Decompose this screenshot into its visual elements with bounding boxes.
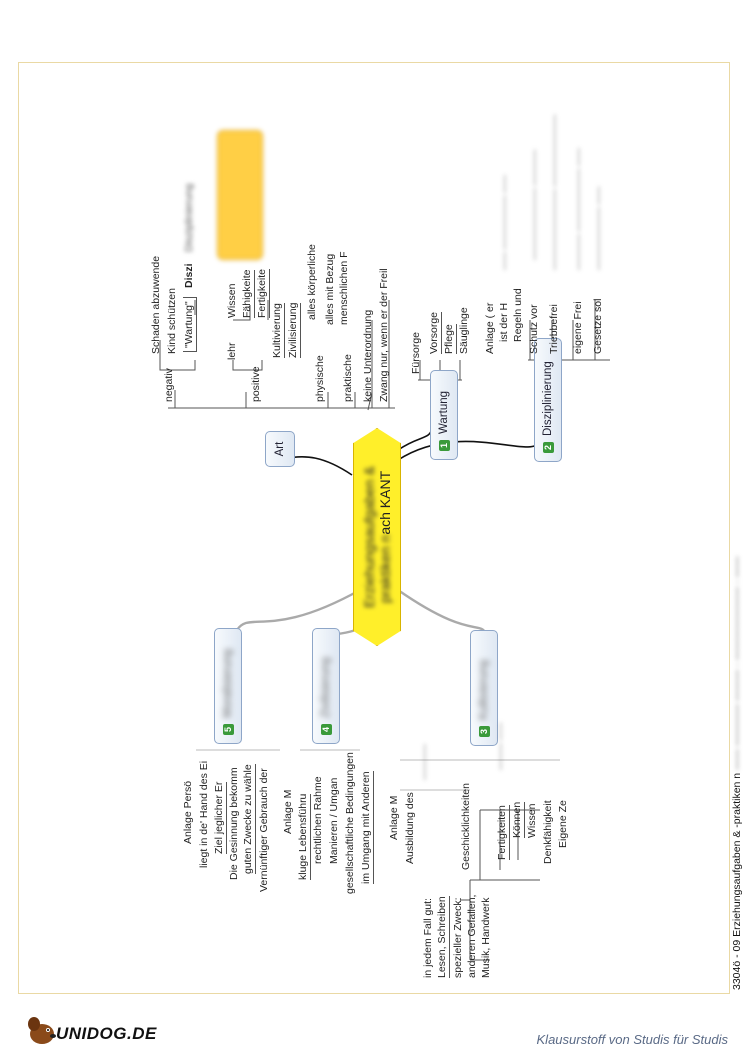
footer-tagline: Klausurstoff von Studis für Studis bbox=[536, 1032, 728, 1047]
art-faehigkeiten: Fähigkeite bbox=[241, 269, 255, 318]
diszi-schutz-vor: Schutz vor bbox=[528, 304, 540, 354]
diszi-blur-1: —— —————— —— bbox=[499, 174, 509, 270]
kult-anlage-m: Anlage M bbox=[388, 795, 400, 840]
diszi-gesetze-sol: Gesetze sol bbox=[592, 298, 604, 354]
art-positive: positive bbox=[250, 366, 262, 402]
moral-liegt: liegt in de' Hand des Ei bbox=[198, 760, 210, 868]
moral-gesinnung: Die Gesinnung bekomm bbox=[228, 767, 240, 880]
kult-in-jedem-fall: in jedem Fall gut: bbox=[422, 898, 434, 978]
moral-ziel: Ziel jeglicher Er bbox=[213, 781, 227, 854]
art-keine-unterordnung: keine Unterordnung bbox=[362, 309, 374, 402]
art-alles-mit-bezug: alles mit Bezug bbox=[324, 253, 336, 325]
node-zivilisierung-label: Zivilisierung bbox=[320, 657, 332, 718]
central-line2-visible: ach KANT bbox=[377, 470, 393, 535]
diszi-triebbefrei: Triebbefrei bbox=[548, 304, 560, 354]
zivil-kluge: kluge Lebensführu bbox=[297, 793, 311, 880]
connector-disziplinierung bbox=[397, 440, 541, 461]
kult-geschicklichkeiten: Geschicklichkeiten bbox=[460, 783, 472, 870]
diszi-blur-3: ————————— ———————— bbox=[549, 114, 559, 270]
logo-text: UNIDOG.DE bbox=[56, 1024, 157, 1043]
diszi-eigene-frei: eigene Frei bbox=[572, 301, 584, 354]
left-subtree-lines bbox=[196, 749, 560, 791]
art-diszi-short: Diszi bbox=[183, 263, 195, 288]
zivilisierung-number: 4 bbox=[320, 724, 332, 735]
connector-moralisierung bbox=[235, 588, 361, 631]
connector-kultivierung bbox=[397, 589, 488, 635]
art-wartung-quote: "Wartung" bbox=[183, 297, 197, 352]
kult-ausbildung: Ausbildung des bbox=[404, 792, 416, 864]
central-topic[interactable]: Erziehungsaufgaben & praktiken nach KANT bbox=[353, 428, 401, 646]
kult-fertigkeiten: Fertigkeiten bbox=[496, 805, 510, 860]
diszi-blur-5: ——————— —— bbox=[593, 186, 603, 270]
art-diszi-blur: Disziplinierung bbox=[183, 183, 195, 252]
moralisierung-number: 5 bbox=[222, 724, 234, 735]
kult-wissen: Wissen bbox=[526, 803, 538, 838]
kultivierung-detail-lines bbox=[460, 809, 540, 961]
node-disziplinierung-label: Disziplinierung bbox=[542, 361, 554, 436]
node-disziplinierung[interactable]: 2 Disziplinierung bbox=[534, 338, 562, 462]
art-lehr: lehr bbox=[226, 342, 238, 360]
kult-blur-1: ———— bbox=[419, 744, 429, 780]
disziplinierung-number: 2 bbox=[542, 442, 554, 453]
yellow-note bbox=[217, 130, 263, 260]
art-zwang: Zwang nur, wenn er der Freil bbox=[378, 268, 390, 402]
art-negativ: negativ bbox=[163, 368, 175, 402]
diszi-blur-2: ———————— ———— bbox=[529, 149, 539, 260]
node-wartung[interactable]: 1 Wartung bbox=[430, 370, 458, 460]
node-zivilisierung[interactable]: 4 Zivilisierung bbox=[312, 628, 340, 744]
art-fertigkeiten: Fertigkeite bbox=[256, 268, 270, 318]
node-art-label: Art bbox=[274, 441, 286, 457]
dog-icon bbox=[28, 1017, 56, 1044]
diszi-ist-der: ist der H bbox=[498, 302, 510, 342]
diszi-anlage: Anlage ( er bbox=[484, 302, 496, 354]
footer-side-visible: 3304ö - 09 Erziehungsaufgaben & -praktik… bbox=[731, 772, 743, 990]
diszi-regeln-und: Regeln und bbox=[512, 288, 524, 342]
diszi-blur-4: ———— ——————— —— bbox=[573, 147, 583, 270]
art-kultivierung: Kultivierung bbox=[271, 303, 285, 358]
art-alles-koerperliche: alles körperliche bbox=[306, 244, 318, 320]
logo[interactable] bbox=[24, 1014, 154, 1048]
kult-koennen: Können bbox=[511, 801, 525, 838]
node-moralisierung[interactable]: 5 Moralisierung bbox=[214, 628, 242, 744]
art-wissen: Wissen bbox=[226, 283, 238, 318]
wartung-pflege: Pflege bbox=[443, 324, 457, 354]
kult-spezieller: spezieller Zweck: bbox=[452, 897, 464, 978]
zivil-gesellschaftliche: gesellschaftliche Bedingungen bbox=[344, 752, 356, 894]
footer-side-text: 3304ö - 09 Erziehungsaufgaben & -praktik… bbox=[731, 556, 743, 990]
node-wartung-label: Wartung bbox=[438, 390, 450, 434]
zivil-rechtlichen: rechtlichen Rahme bbox=[312, 776, 324, 864]
kult-eigene-ze: Eigene Ze bbox=[557, 800, 569, 848]
node-kultivierung-label: Kultivierung bbox=[478, 659, 490, 720]
node-moralisierung-label: Moralisierung bbox=[222, 648, 234, 718]
kult-blur-2: ——— —— bbox=[495, 722, 505, 770]
node-art[interactable]: Art bbox=[265, 431, 295, 467]
moral-anlage-person: Anlage Persö bbox=[182, 780, 194, 844]
zivil-manieren: Manieren / Umgan bbox=[328, 777, 340, 864]
art-schaden: Schaden abzuwende bbox=[150, 255, 162, 354]
kult-lesen: Lesen, Schreiben bbox=[436, 896, 450, 978]
kultivierung-number: 3 bbox=[478, 726, 490, 737]
moral-guten-zwecke: guten Zwecke zu wähle bbox=[242, 764, 256, 874]
art-praktische: praktische bbox=[342, 354, 354, 402]
art-physische: physische bbox=[314, 355, 326, 402]
wartung-number: 1 bbox=[438, 440, 450, 451]
footer-side-blurred: —— ———— ——— · ——————— · —— bbox=[731, 556, 743, 770]
zivil-umgang: im Umgang mit Anderen bbox=[360, 771, 374, 884]
zivil-anlage-m: Anlage M bbox=[282, 789, 294, 834]
art-zivilisierung: Zivilisierung bbox=[287, 302, 301, 358]
art-subtree-lines bbox=[159, 300, 395, 411]
art-menschlichen: menschlichen F bbox=[338, 251, 350, 325]
central-line1-blurred: Erziehungsaufgaben & bbox=[361, 466, 377, 608]
kult-denkfaehigkeit: Denkfähigkeit bbox=[542, 800, 554, 864]
kult-anderen: anderen Gefallen, bbox=[466, 894, 478, 978]
art-kind-schuetzen: Kind schützen bbox=[166, 288, 178, 354]
wartung-fuersorge: Fürsorge bbox=[410, 331, 422, 374]
central-line2-blurred: praktiken n bbox=[377, 534, 393, 604]
wartung-vorsorge: Vorsorge bbox=[428, 311, 442, 354]
wartung-saeuglinge: Säuglinge bbox=[458, 307, 470, 354]
moral-vernuenftiger: Vernünftiger Gebrauch der bbox=[258, 768, 270, 892]
kult-musik: Musik, Handwerk bbox=[480, 897, 492, 978]
